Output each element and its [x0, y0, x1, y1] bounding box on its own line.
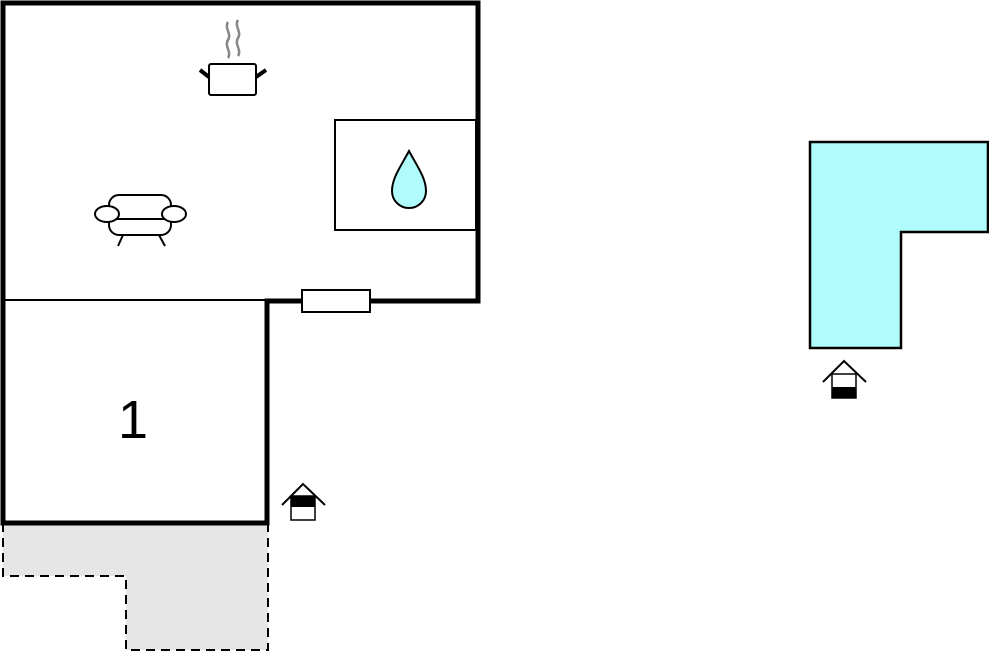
sofa-icon — [94, 194, 187, 247]
window — [301, 289, 371, 313]
room-number-label: 1 — [118, 390, 148, 450]
pool-entrance-icon — [822, 359, 867, 399]
swimming-pool — [808, 140, 989, 350]
entrance-icon — [281, 482, 326, 521]
water-drop-icon — [390, 148, 428, 210]
terrace-outline — [2, 523, 269, 651]
terrace-area — [3, 523, 268, 650]
cooking-pot-icon — [198, 19, 268, 96]
